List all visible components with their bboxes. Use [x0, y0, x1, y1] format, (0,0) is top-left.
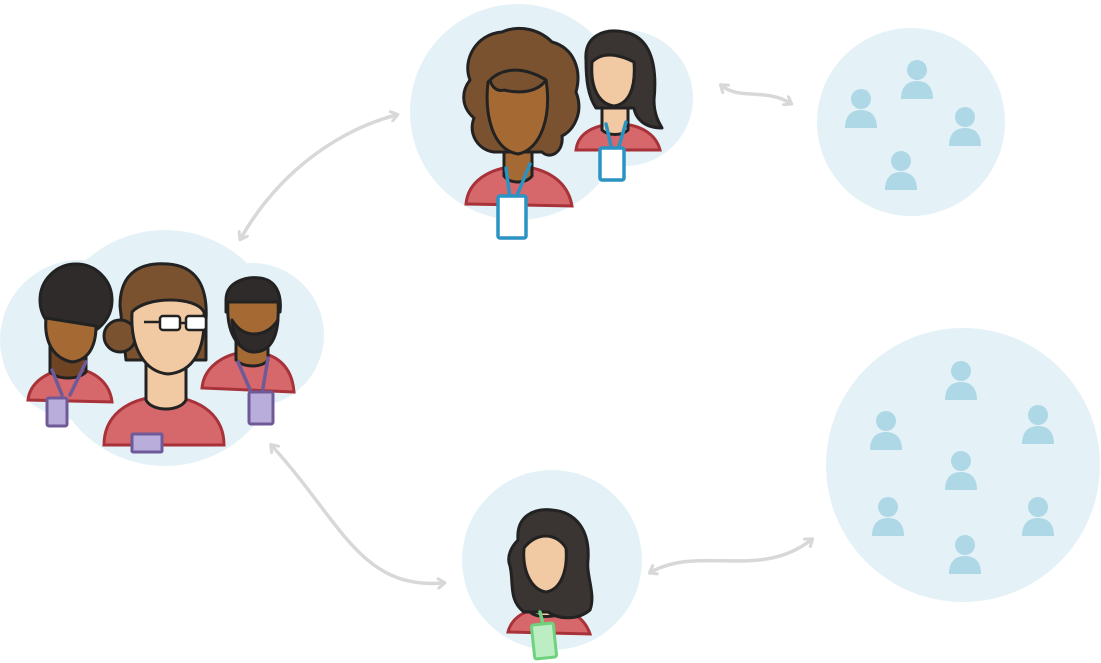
id-badge-icon: [496, 194, 528, 240]
solo-group: [462, 470, 642, 661]
pair-team-group: [410, 4, 693, 240]
glasses-icon: [144, 314, 208, 332]
small-community-group: [817, 28, 1005, 216]
beard-shape: [230, 318, 280, 354]
id-badge-icon: [247, 390, 275, 426]
core-team-group: [0, 230, 324, 466]
person-back-view: [26, 262, 114, 428]
arrow-core-to-solo: [272, 446, 443, 583]
person-solo-wavy-hair: [506, 508, 594, 661]
person-long-black-hair: [574, 29, 664, 182]
arrow-solo-to-large-community: [651, 540, 811, 572]
small-community-bubble: [817, 28, 1005, 216]
person-with-glasses: [102, 262, 226, 454]
arrow-pair-to-small-community: [722, 86, 790, 103]
id-badge-icon: [130, 432, 164, 454]
id-badge-icon: [598, 146, 626, 182]
connection-arrows: [241, 86, 811, 583]
person-curly-hair: [462, 26, 581, 240]
person-with-beard: [200, 276, 296, 426]
id-badge-icon: [45, 396, 69, 428]
id-badge-icon: [529, 621, 559, 661]
large-community-group: [826, 328, 1100, 602]
arrow-core-to-pair: [241, 115, 396, 238]
